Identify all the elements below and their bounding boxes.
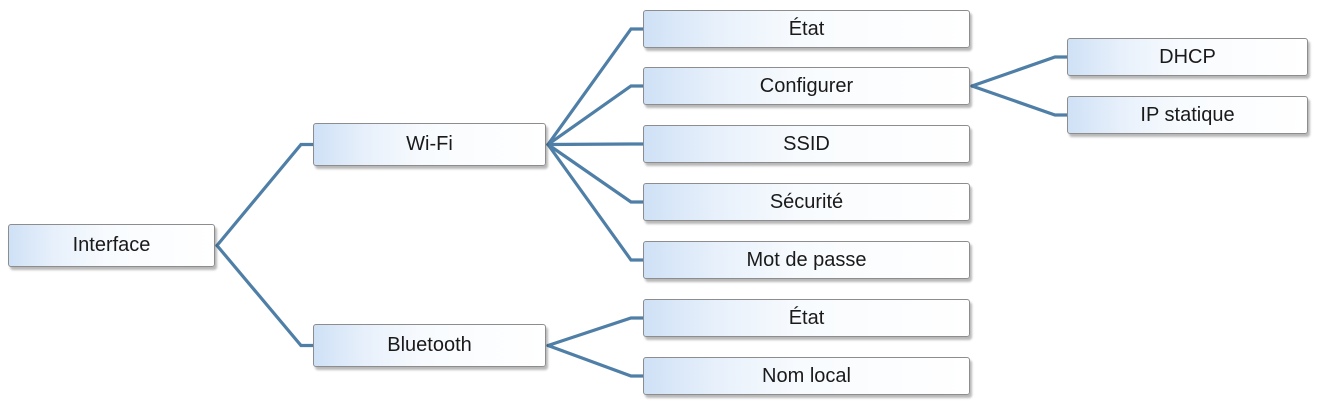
node-wifi-configurer[interactable]: Configurer: [643, 67, 970, 105]
node-wifi-etat[interactable]: État: [643, 10, 970, 48]
node-bluetooth[interactable]: Bluetooth: [313, 324, 546, 367]
connector-wifi_configurer-to-configurer_dhcp: [970, 55, 1069, 88]
node-wifi-securite[interactable]: Sécurité: [643, 183, 970, 221]
node-bluetooth-etat[interactable]: État: [643, 299, 970, 337]
connector-wifi-to-wifi_configurer: [546, 84, 645, 147]
node-wifi-mot-de-passe[interactable]: Mot de passe: [643, 241, 970, 279]
connector-bluetooth-to-bluetooth_nom_local: [546, 343, 645, 378]
node-interface[interactable]: Interface: [8, 224, 215, 267]
connector-bluetooth-to-bluetooth_etat: [546, 316, 645, 348]
connector-interface-to-wifi: [215, 142, 315, 248]
connector-interface-to-bluetooth: [215, 243, 315, 348]
connector-wifi-to-wifi_ssid: [546, 142, 645, 147]
node-configurer-dhcp[interactable]: DHCP: [1067, 38, 1308, 76]
connector-wifi-to-wifi_mot_de_passe: [546, 142, 645, 262]
node-wifi[interactable]: Wi-Fi: [313, 123, 546, 166]
connector-wifi-to-wifi_etat: [546, 27, 645, 147]
connector-wifi_configurer-to-configurer_ip_statique: [970, 84, 1069, 117]
node-bluetooth-nom-local[interactable]: Nom local: [643, 357, 970, 395]
node-configurer-ip-statique[interactable]: IP statique: [1067, 96, 1308, 134]
node-wifi-ssid[interactable]: SSID: [643, 125, 970, 163]
connector-wifi-to-wifi_securite: [546, 142, 645, 204]
